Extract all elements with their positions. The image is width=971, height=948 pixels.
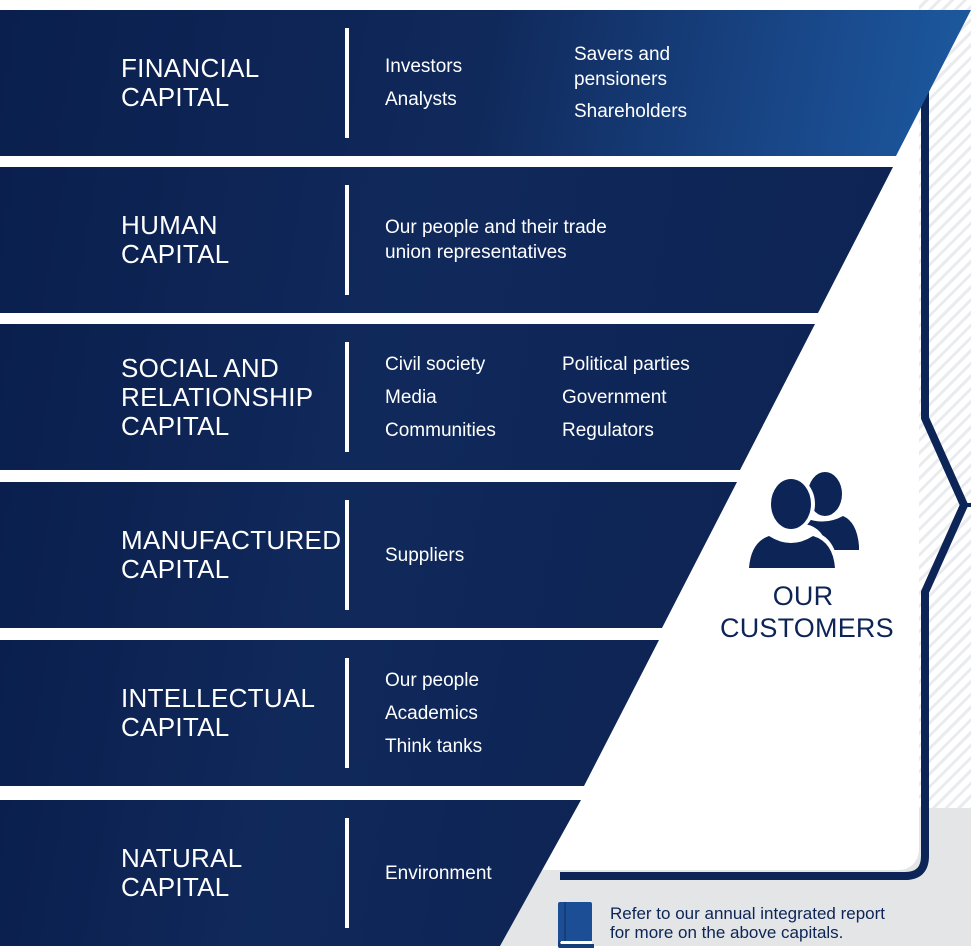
divider [345,818,349,928]
divider [345,342,349,452]
stakeholder: Analysts [385,89,457,110]
stakeholder: Savers and pensioners [574,44,671,90]
stakeholder-column: Suppliers [385,482,464,628]
divider [345,500,349,610]
capital-title: FINANCIAL CAPITAL [121,53,260,112]
stakeholder: Government [562,386,667,408]
stakeholder: Communities [385,419,496,441]
stakeholder: Our people [385,669,480,691]
divider [345,658,349,768]
footer-note: Refer to our annual integrated report fo… [556,902,885,948]
stakeholder-column: Investors Analysts [385,10,462,156]
stakeholder: Investors [385,56,463,77]
capital-title: HUMAN CAPITAL [121,210,230,269]
footer-note-text: Refer to our annual integrated report fo… [610,904,886,942]
capital-band-natural: NATURAL CAPITAL Environment [0,800,581,946]
stakeholder: Media [385,386,437,408]
capital-band-human: HUMAN CAPITAL Our people and their trade… [0,167,893,313]
people-icon [745,472,859,572]
our-customers: OUR CUSTOMERS [720,468,894,644]
capital-title: NATURAL CAPITAL [121,843,243,902]
stakeholder-column: Our people and their trade union represe… [385,167,607,313]
stakeholder: Civil society [385,353,486,375]
stakeholder: Suppliers [385,544,465,566]
divider [345,28,349,138]
book-icon [558,902,594,948]
capital-band-social: SOCIAL AND RELATIONSHIP CAPITAL Civil so… [0,324,815,470]
capital-band-manufactured: MANUFACTURED CAPITAL Suppliers [0,482,737,628]
stakeholder: Shareholders [574,101,688,122]
stakeholder-column: Our people Academics Think tanks [385,640,482,786]
stakeholder-column: Civil society Media Communities [385,324,496,470]
stakeholder-column: Political parties Government Regulators [562,324,690,470]
stakeholder-column: Environment [385,800,492,946]
stakeholder: Academics [385,702,478,724]
stakeholder-column: Savers and pensioners Shareholders [574,10,687,156]
capital-band-intellectual: INTELLECTUAL CAPITAL Our people Academic… [0,640,659,786]
stakeholder: Environment [385,862,492,884]
capital-title: MANUFACTURED CAPITAL [121,525,342,584]
stakeholder: Think tanks [385,735,483,757]
customers-label: OUR CUSTOMERS [720,581,894,643]
capital-band-financial: FINANCIAL CAPITAL Investors Analysts Sav… [0,10,971,156]
stakeholder: Political parties [562,353,690,375]
capital-title: SOCIAL AND RELATIONSHIP CAPITAL [121,352,314,441]
stakeholder: Our people and their trade union represe… [385,217,607,263]
stakeholder: Regulators [562,419,654,441]
capital-title: INTELLECTUAL CAPITAL [121,683,316,742]
divider [345,185,349,295]
